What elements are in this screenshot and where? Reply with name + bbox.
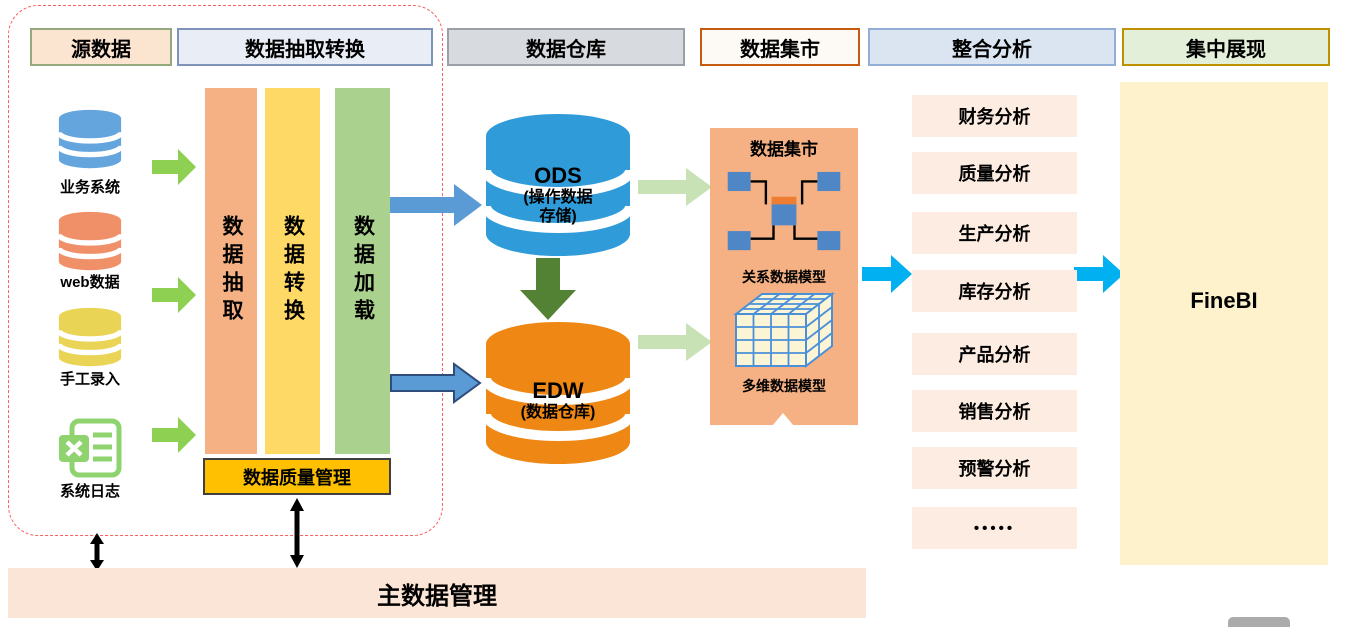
analysis-label: 产品分析 (958, 345, 1031, 365)
edw-title: EDW (532, 377, 584, 403)
analysis-item-sales: 销售分析 (912, 390, 1077, 432)
header-central-presentation: 集中展现 (1122, 28, 1330, 66)
header-label: 源数据 (71, 38, 131, 61)
arrow-right-blue-edw-icon (390, 362, 482, 409)
analysis-item-product: 产品分析 (912, 333, 1077, 375)
double-arrow-vertical-2-icon (289, 498, 305, 573)
data-mart-title: 数据集市 (750, 140, 818, 159)
header-label: 集中展现 (1186, 38, 1266, 61)
header-data-mart: 数据集市 (700, 28, 860, 66)
arrow-right-lightgreen-ods-icon (638, 168, 712, 211)
etl-bar-label: 数据抽取 (220, 215, 243, 327)
database-yellow-icon (55, 306, 125, 375)
master-data-bar: 主数据管理 (8, 568, 866, 618)
analysis-label: 生产分析 (958, 224, 1031, 244)
header-label: 数据集市 (740, 38, 820, 61)
etl-bar-label: 数据加载 (351, 215, 375, 327)
arrow-right-lightgreen-edw-icon (638, 323, 712, 366)
analysis-label: 质量分析 (958, 164, 1031, 184)
etl-bar-label: 数据转换 (281, 215, 305, 327)
analysis-label: 销售分析 (958, 402, 1031, 422)
ods-text: ODS (操作数据 存储) (478, 140, 638, 250)
header-label: 数据仓库 (526, 38, 606, 61)
cube-model-label: 多维数据模型 (742, 378, 826, 394)
relational-model-label: 关系数据模型 (742, 269, 826, 285)
master-data-label: 主数据管理 (377, 582, 497, 610)
arrow-right-green-3-icon (152, 417, 196, 458)
arrow-right-blue-ods-icon (390, 184, 482, 231)
header-data-warehouse: 数据仓库 (447, 28, 685, 66)
arrow-down-darkgreen-icon (520, 258, 576, 325)
header-label: 整合分析 (952, 38, 1032, 61)
header-integrated-analysis: 整合分析 (868, 28, 1116, 66)
analysis-label: 库存分析 (958, 282, 1031, 302)
analysis-item-alert: 预警分析 (912, 447, 1077, 489)
edw-database-icon: EDW (数据仓库) (478, 320, 638, 466)
source-label-web-data: web数据 (60, 274, 120, 291)
ods-subtitle-line2: 存储) (539, 207, 577, 225)
source-label-manual-entry: 手工录入 (59, 371, 120, 388)
analysis-item-more: ••••• (912, 507, 1077, 549)
analysis-item-quality: 质量分析 (912, 152, 1077, 194)
analysis-label: 财务分析 (958, 107, 1031, 127)
source-label-business-systems: 业务系统 (59, 179, 120, 196)
analysis-item-finance: 财务分析 (912, 95, 1077, 137)
excel-file-icon (56, 418, 124, 483)
header-source-data: 源数据 (30, 28, 172, 66)
edw-subtitle-line1: (数据仓库) (520, 403, 596, 421)
data-quality-label: 数据质量管理 (243, 467, 351, 488)
analysis-item-inventory: 库存分析 (912, 270, 1077, 312)
analysis-label: 预警分析 (958, 459, 1031, 479)
watermark-logo-stub (1228, 617, 1290, 627)
etl-bar-extract: 数据抽取 (205, 88, 257, 454)
analysis-label: ••••• (973, 519, 1016, 537)
arrow-right-green-2-icon (152, 277, 196, 318)
finebi-label: FineBI (1190, 288, 1258, 313)
header-etl: 数据抽取转换 (177, 28, 433, 66)
arrow-right-cyan-1-icon (862, 255, 912, 298)
source-label-system-logs: 系统日志 (59, 483, 120, 500)
etl-boundary-dashed-frame (8, 5, 443, 536)
ods-subtitle-line1: (操作数据 (523, 189, 593, 207)
etl-bar-transform: 数据转换 (265, 88, 320, 454)
ods-database-icon: ODS (操作数据 存储) (478, 112, 638, 258)
data-mart-panel: 数据集市 关系数据模型 (710, 128, 858, 426)
header-label: 数据抽取转换 (245, 38, 365, 61)
arrow-right-cyan-2-icon (1074, 255, 1124, 298)
database-orange-icon (55, 210, 125, 279)
arrow-right-green-1-icon (152, 149, 196, 190)
finebi-box: FineBI (1120, 82, 1328, 565)
edw-text: EDW (数据仓库) (478, 350, 638, 450)
cube-model-icon (730, 288, 838, 377)
etl-bar-load: 数据加载 (335, 88, 390, 454)
analysis-item-production: 生产分析 (912, 212, 1077, 254)
star-schema-icon (722, 164, 846, 265)
database-blue-icon (55, 108, 125, 177)
mart-bottom-notch (772, 413, 794, 426)
double-arrow-vertical-1-icon (89, 533, 105, 576)
data-quality-box: 数据质量管理 (203, 458, 391, 495)
ods-title: ODS (534, 163, 582, 189)
